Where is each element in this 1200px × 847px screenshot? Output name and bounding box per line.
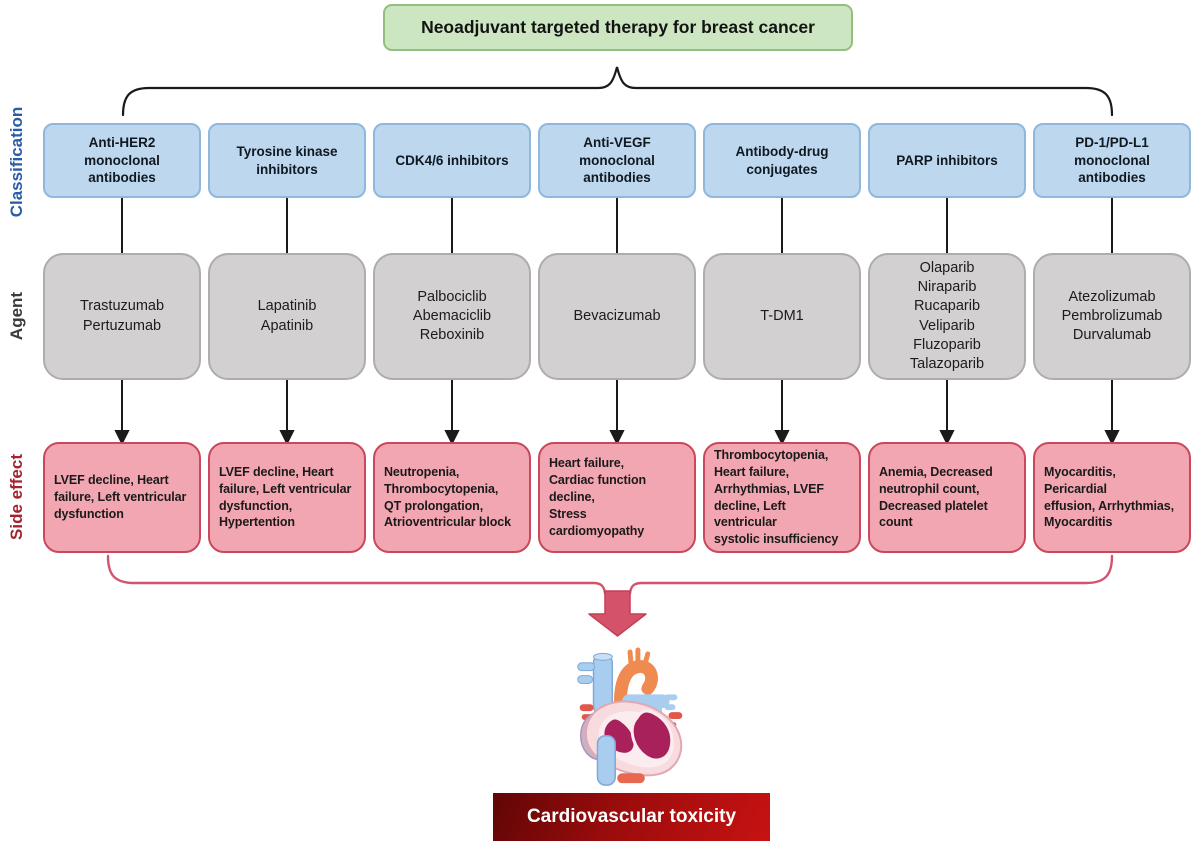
outcome-box: Cardiovascular toxicity xyxy=(493,793,770,841)
outcome-text: Cardiovascular toxicity xyxy=(526,806,737,827)
classification-box: Anti-VEGF monoclonal antibodies xyxy=(538,123,696,198)
agent-sideeffect-arrows xyxy=(114,380,1120,446)
agent-text: Olaparib Niraparib Rucaparib Veliparib F… xyxy=(909,260,985,372)
agent-text: Palbociclib Abemaciclib Reboxinib xyxy=(412,288,492,344)
row-label-side-effect: Side effect xyxy=(7,454,26,540)
title-text: Neoadjuvant targeted therapy for breast … xyxy=(421,17,815,37)
classification-agent-connectors xyxy=(121,198,1113,253)
row-label-classification: Classification xyxy=(7,106,26,218)
side-effect-text: Thrombocytopenia, Heart failure, Arrhyth… xyxy=(714,447,839,547)
classification-text: Anti-HER2 monoclonal antibodies xyxy=(84,134,160,186)
side-effect-box: Anemia, Decreased neutrophil count, Decr… xyxy=(868,442,1026,553)
classification-text: Anti-VEGF monoclonal antibodies xyxy=(579,134,655,186)
side-effect-box: LVEF decline, Heart failure, Left ventri… xyxy=(208,442,366,553)
classification-box: PD-1/PD-L1 monoclonal antibodies xyxy=(1033,123,1191,198)
classification-text: PD-1/PD-L1 monoclonal antibodies xyxy=(1074,134,1150,186)
agent-box: Olaparib Niraparib Rucaparib Veliparib F… xyxy=(868,253,1026,380)
classification-text: Antibody-drug conjugates xyxy=(735,143,829,177)
side-effect-box: Myocarditis, Pericardial effusion, Arrhy… xyxy=(1033,442,1191,553)
side-effect-text: LVEF decline, Heart failure, Left ventri… xyxy=(219,464,352,530)
side-effect-box: Heart failure, Cardiac function decline,… xyxy=(538,442,696,553)
agent-text: Trastuzumab Pertuzumab xyxy=(79,298,165,334)
heart-illustration-icon xyxy=(577,647,683,786)
row-label-agent: Agent xyxy=(7,291,26,341)
side-effect-box: Thrombocytopenia, Heart failure, Arrhyth… xyxy=(703,442,861,553)
classification-text: Tyrosine kinase inhibitors xyxy=(236,143,338,177)
classification-box: CDK4/6 inhibitors xyxy=(373,123,531,198)
title-box: Neoadjuvant targeted therapy for breast … xyxy=(383,4,853,51)
top-brace xyxy=(121,66,1114,117)
side-effect-text: LVEF decline, Heart failure, Left ventri… xyxy=(54,473,187,521)
classification-text: CDK4/6 inhibitors xyxy=(395,152,509,168)
classification-box: PARP inhibitors xyxy=(868,123,1026,198)
agent-box: Trastuzumab Pertuzumab xyxy=(43,253,201,380)
agent-box: Lapatinib Apatinib xyxy=(208,253,366,380)
side-effect-text: Neutropenia, Thrombocytopenia, QT prolon… xyxy=(384,464,511,530)
agent-box: Bevacizumab xyxy=(538,253,696,380)
side-effect-text: Myocarditis, Pericardial effusion, Arrhy… xyxy=(1044,464,1174,530)
bottom-brace xyxy=(106,554,1114,595)
classification-box: Antibody-drug conjugates xyxy=(703,123,861,198)
classification-box: Tyrosine kinase inhibitors xyxy=(208,123,366,198)
side-effect-box: LVEF decline, Heart failure, Left ventri… xyxy=(43,442,201,553)
agent-box: T-DM1 xyxy=(703,253,861,380)
side-effect-text: Anemia, Decreased neutrophil count, Decr… xyxy=(879,464,993,530)
agent-box: Atezolizumab Pembrolizumab Durvalumab xyxy=(1033,253,1191,380)
side-effect-box: Neutropenia, Thrombocytopenia, QT prolon… xyxy=(373,442,531,553)
agent-box: Palbociclib Abemaciclib Reboxinib xyxy=(373,253,531,380)
down-arrow-icon xyxy=(588,590,647,637)
agent-text: T-DM1 xyxy=(760,307,804,324)
side-effect-text: Heart failure, Cardiac function decline,… xyxy=(549,456,647,538)
agent-text: Bevacizumab xyxy=(573,307,661,324)
agent-text: Lapatinib Apatinib xyxy=(257,298,317,334)
classification-text: PARP inhibitors xyxy=(896,152,998,168)
agent-text: Atezolizumab Pembrolizumab Durvalumab xyxy=(1061,288,1163,344)
classification-box: Anti-HER2 monoclonal antibodies xyxy=(43,123,201,198)
